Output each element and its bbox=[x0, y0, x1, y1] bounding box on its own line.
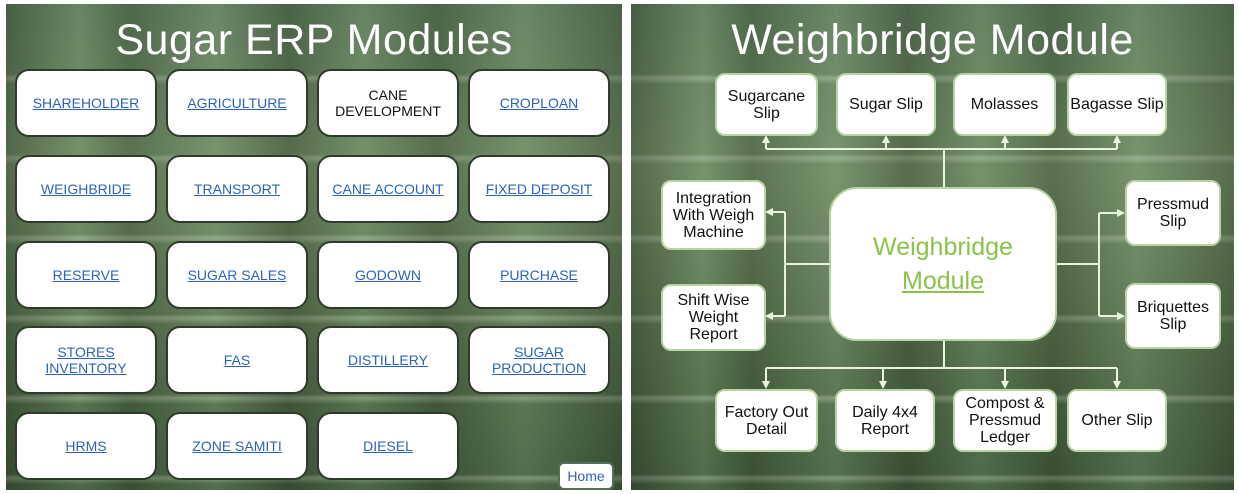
box-briquettes-slip[interactable]: Briquettes Slip bbox=[1125, 283, 1221, 349]
tile-distillery[interactable]: DISTILLERY bbox=[317, 326, 459, 394]
link-zone-samiti[interactable]: ZONE SAMITI bbox=[192, 438, 282, 454]
arrowhead-top-2 bbox=[882, 135, 890, 143]
home-button[interactable]: Home bbox=[558, 462, 614, 490]
tile-godown[interactable]: GODOWN bbox=[317, 241, 459, 309]
weighbridge-panel: Weighbridge Module bbox=[631, 4, 1234, 490]
link-agriculture[interactable]: AGRICULTURE bbox=[187, 95, 287, 111]
arrowhead-bottom-2 bbox=[879, 381, 887, 389]
box-molasses[interactable]: Molasses bbox=[953, 73, 1056, 136]
center-title-line2[interactable]: Module bbox=[902, 267, 984, 295]
link-weighbride[interactable]: WEIGHBRIDE bbox=[40, 181, 132, 197]
tile-transport[interactable]: TRANSPORT bbox=[166, 155, 308, 223]
erp-modules-panel: Sugar ERP Modules SHAREHOLDER AGRICULTUR… bbox=[6, 4, 622, 490]
link-stores-inventory[interactable]: STORES INVENTORY bbox=[45, 344, 127, 376]
tile-diesel[interactable]: DIESEL bbox=[317, 412, 459, 480]
tile-croploan[interactable]: CROPLOAN bbox=[468, 69, 610, 137]
box-pressmud-slip[interactable]: Pressmud Slip bbox=[1125, 180, 1221, 246]
link-purchase[interactable]: PURCHASE bbox=[500, 267, 578, 283]
tile-purchase[interactable]: PURCHASE bbox=[468, 241, 610, 309]
link-transport[interactable]: TRANSPORT bbox=[193, 181, 281, 197]
tile-stores-inventory[interactable]: STORES INVENTORY bbox=[15, 326, 157, 394]
weighbridge-title: Weighbridge Module bbox=[731, 16, 1134, 64]
link-godown[interactable]: GODOWN bbox=[354, 267, 422, 283]
erp-modules-title: Sugar ERP Modules bbox=[115, 16, 513, 64]
link-croploan[interactable]: CROPLOAN bbox=[499, 95, 579, 111]
box-shift-wise-weight-report[interactable]: Shift Wise Weight Report bbox=[661, 284, 766, 351]
tile-sugar-production[interactable]: SUGAR PRODUCTION bbox=[468, 326, 610, 394]
link-cane-account[interactable]: CANE ACCOUNT bbox=[332, 181, 444, 197]
tile-sugar-sales[interactable]: SUGAR SALES bbox=[166, 241, 308, 309]
link-shareholder[interactable]: SHAREHOLDER bbox=[32, 95, 140, 111]
tile-shareholder[interactable]: SHAREHOLDER bbox=[15, 69, 157, 137]
center-title-line1: Weighbridge bbox=[873, 233, 1013, 261]
link-sugar-production[interactable]: SUGAR PRODUCTION bbox=[491, 344, 587, 376]
arrowhead-left-2 bbox=[765, 312, 773, 320]
box-sugar-slip[interactable]: Sugar Slip bbox=[836, 73, 936, 136]
connector-lines bbox=[762, 135, 1125, 389]
arrowhead-top-1 bbox=[762, 135, 770, 143]
box-compost-pressmud-ledger[interactable]: Compost & Pressmud Ledger bbox=[953, 389, 1057, 452]
link-distillery[interactable]: DISTILLERY bbox=[348, 352, 428, 368]
arrowhead-bottom-1 bbox=[762, 381, 770, 389]
box-daily-4x4-report[interactable]: Daily 4x4 Report bbox=[835, 389, 935, 452]
box-factory-out-detail[interactable]: Factory Out Detail bbox=[715, 389, 818, 452]
link-reserve[interactable]: RESERVE bbox=[52, 267, 120, 283]
box-sugarcane-slip[interactable]: Sugarcane Slip bbox=[715, 73, 818, 136]
link-hrms[interactable]: HRMS bbox=[65, 438, 107, 454]
tile-fixed-deposit[interactable]: FIXED DEPOSIT bbox=[468, 155, 610, 223]
link-fixed-deposit[interactable]: FIXED DEPOSIT bbox=[485, 181, 593, 197]
link-diesel[interactable]: DIESEL bbox=[363, 438, 413, 454]
arrowhead-bottom-4 bbox=[1113, 381, 1121, 389]
box-integration-weigh-machine[interactable]: Integration With Weigh Machine bbox=[661, 180, 766, 250]
tile-weighbride[interactable]: WEIGHBRIDE bbox=[15, 155, 157, 223]
tile-hrms[interactable]: HRMS bbox=[15, 412, 157, 480]
label-cane-development: CANE DEVELOPMENT bbox=[335, 87, 441, 119]
arrowhead-top-3 bbox=[1001, 135, 1009, 143]
link-fas[interactable]: FAS bbox=[223, 352, 251, 368]
tile-zone-samiti[interactable]: ZONE SAMITI bbox=[166, 412, 308, 480]
tile-cane-account[interactable]: CANE ACCOUNT bbox=[317, 155, 459, 223]
arrowhead-right-1 bbox=[1117, 209, 1125, 217]
tile-agriculture[interactable]: AGRICULTURE bbox=[166, 69, 308, 137]
link-sugar-sales[interactable]: SUGAR SALES bbox=[187, 267, 287, 283]
arrowhead-top-4 bbox=[1113, 135, 1121, 143]
tile-fas[interactable]: FAS bbox=[166, 326, 308, 394]
center-weighbridge-module[interactable]: Weighbridge Module bbox=[829, 187, 1057, 341]
arrowhead-right-2 bbox=[1117, 312, 1125, 320]
box-other-slip[interactable]: Other Slip bbox=[1067, 389, 1167, 452]
arrowhead-left-1 bbox=[765, 208, 773, 216]
arrowhead-bottom-3 bbox=[1001, 381, 1009, 389]
tile-reserve[interactable]: RESERVE bbox=[15, 241, 157, 309]
tile-cane-development[interactable]: CANE DEVELOPMENT bbox=[317, 69, 459, 137]
box-bagasse-slip[interactable]: Bagasse Slip bbox=[1067, 73, 1167, 136]
